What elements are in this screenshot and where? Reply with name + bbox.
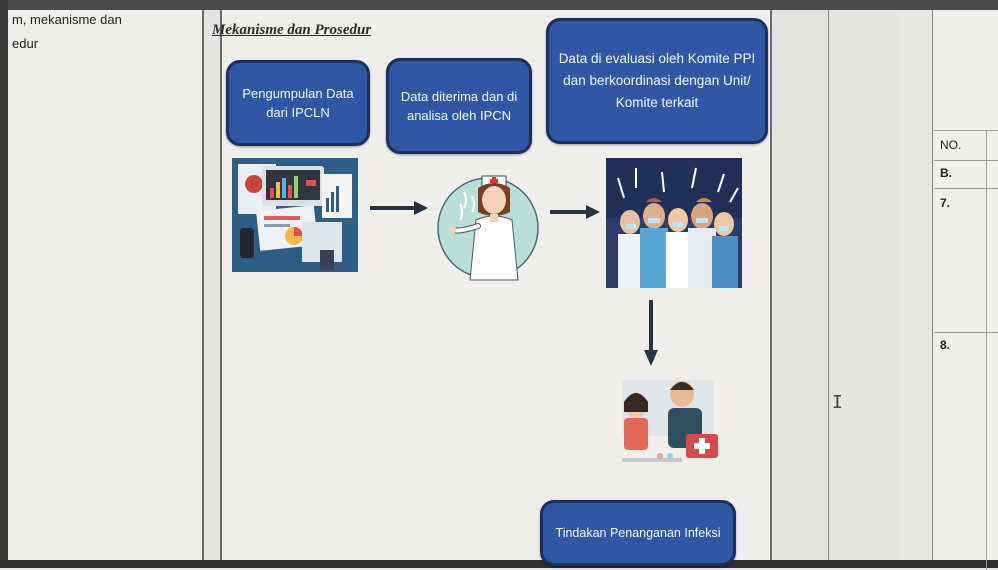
- next-page-gap: [830, 10, 900, 560]
- screen-bezel-top: [0, 0, 998, 10]
- column-divider: [770, 10, 772, 560]
- left-text-line: m, mekanisme dan: [12, 12, 122, 27]
- step-box-label: Pengumpulan Data dari IPCLN: [242, 86, 354, 120]
- diagram-title: Mekanisme dan Prosedur: [212, 22, 372, 38]
- gap-column: [204, 10, 220, 560]
- step-box-analysis: Data diterima dan di analisa oleh IPCN: [386, 58, 532, 154]
- table-line: [934, 130, 998, 131]
- step-box-label: Tindakan Penanganan Infeksi: [555, 525, 721, 540]
- page-margin: [772, 10, 830, 560]
- right-table-panel: NO. B. 7. 8.: [934, 10, 998, 570]
- arrow-right-icon: [550, 205, 600, 219]
- screen-bezel-bottom: [0, 560, 998, 568]
- step-box-label: Data di evaluasi oleh Komite PPI dan ber…: [558, 51, 756, 110]
- left-text-line: edur: [12, 36, 39, 51]
- page-edge: [932, 10, 933, 560]
- step-box-action: Tindakan Penanganan Infeksi: [540, 500, 736, 566]
- table-cell: 7.: [940, 196, 951, 210]
- left-document-column: m, mekanisme dan edur: [8, 10, 202, 560]
- table-col-line: [986, 130, 987, 570]
- nurse-illustration: [437, 175, 539, 281]
- table-header-no: NO.: [940, 138, 962, 152]
- column-divider: [220, 10, 222, 560]
- column-divider: [202, 10, 204, 560]
- table-cell: B.: [940, 166, 952, 180]
- step-box-label: Data diterima dan di analisa oleh IPCN: [400, 89, 518, 123]
- page-edge: [828, 10, 829, 560]
- arrow-down-icon: [644, 300, 658, 366]
- table-cell: 8.: [940, 338, 951, 352]
- medical-team-illustration: [606, 158, 742, 288]
- step-box-collection: Pengumpulan Data dari IPCLN: [226, 60, 370, 146]
- screen-bezel-left: [0, 0, 8, 568]
- table-line: [934, 188, 998, 189]
- arrow-right-icon: [370, 201, 428, 215]
- table-line: [934, 332, 998, 333]
- step-box-evaluation: Data di evaluasi oleh Komite PPI dan ber…: [546, 18, 768, 144]
- treatment-illustration: [612, 372, 724, 472]
- i-beam-cursor-icon: I: [832, 392, 843, 413]
- table-line: [934, 160, 998, 161]
- data-collection-illustration: [232, 158, 358, 272]
